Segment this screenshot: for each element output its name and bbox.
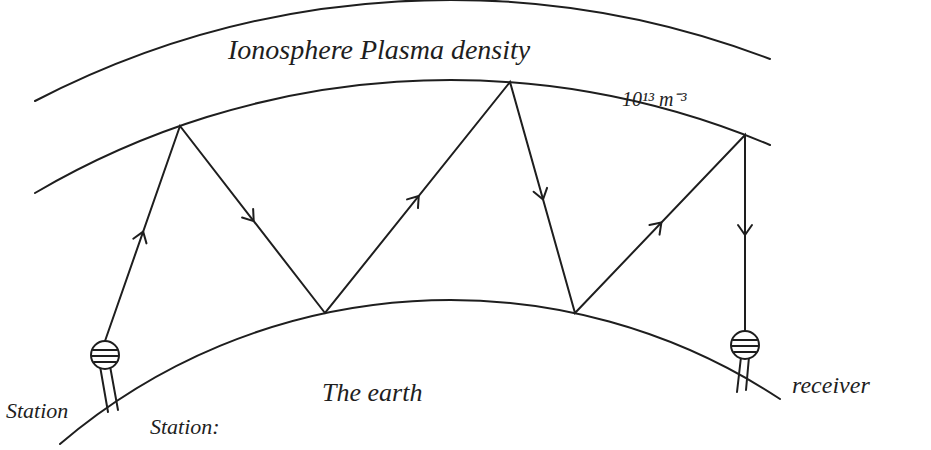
- receiver-stripe: [732, 345, 758, 347]
- receiver-label: receiver: [792, 372, 870, 400]
- arrow-head: [534, 188, 550, 201]
- arrow-head: [738, 225, 752, 235]
- receiver-stand: [737, 357, 741, 392]
- station-stripe: [93, 349, 117, 351]
- radio-ray: [105, 82, 745, 341]
- receiver-stand: [746, 357, 749, 390]
- receiver-stripe: [733, 339, 757, 341]
- ray-arrows: [133, 188, 752, 243]
- station-stripe: [94, 361, 116, 363]
- station-label: Station:: [150, 414, 220, 439]
- arrow-head: [133, 229, 150, 243]
- station-stripe: [92, 355, 118, 357]
- station-label: Station: [6, 398, 68, 423]
- station-stand: [110, 366, 118, 410]
- earth-label: The earth: [322, 378, 422, 408]
- receiver-stripe: [734, 351, 756, 353]
- station-stand: [100, 366, 108, 412]
- ionosphere-outer-boundary: [35, 0, 770, 101]
- arrow-head: [242, 209, 259, 225]
- region-label: Ionosphere Plasma density: [228, 34, 530, 66]
- arrow-head: [649, 218, 666, 235]
- receiver-dish: [731, 331, 759, 359]
- earth-surface: [60, 300, 780, 444]
- density-value: 10¹³ m⁻³: [622, 88, 686, 111]
- station-dish: [91, 341, 119, 369]
- arrow-head: [407, 192, 424, 209]
- ionosphere-inner-boundary: [35, 80, 770, 193]
